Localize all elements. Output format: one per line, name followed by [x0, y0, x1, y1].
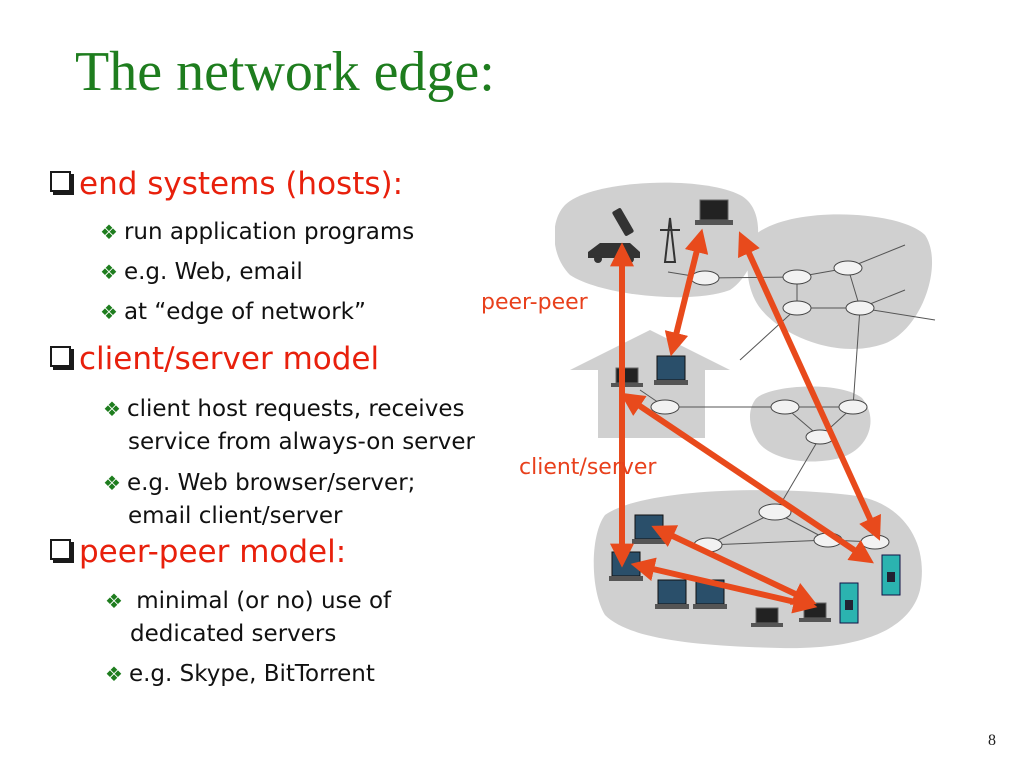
bullet-web-email: ❖e.g. Web, email	[100, 259, 303, 285]
diamond-bullet-icon: ❖	[105, 589, 123, 613]
home-network-house	[570, 330, 730, 438]
bullet-web-browser-server: ❖e.g. Web browser/server; email client/s…	[103, 470, 416, 529]
square-bullet-icon	[50, 346, 71, 367]
router-icon	[782, 269, 812, 285]
router-icon	[690, 270, 720, 286]
desktop-pc-icon	[634, 514, 664, 540]
desktop-pc-icon	[656, 355, 686, 381]
router-icon	[845, 300, 875, 316]
router-icon	[782, 300, 812, 316]
diamond-bullet-icon: ❖	[100, 220, 118, 244]
bullet-client-requests: ❖client host requests, receives service …	[103, 396, 476, 455]
connection-arrows	[610, 228, 881, 614]
arrow-laptop-to-home	[664, 228, 709, 357]
slide-title: The network edge:	[75, 41, 495, 103]
diamond-bullet-icon: ❖	[103, 471, 121, 495]
bullet-edge-of-network: ❖at “edge of network”	[100, 299, 366, 325]
regional-cloud	[749, 386, 871, 462]
bullet-skype-bittorrent: ❖e.g. Skype, BitTorrent	[105, 661, 375, 687]
cell-phone-icon	[612, 208, 634, 236]
router-icon	[833, 260, 863, 276]
router-icon	[860, 534, 890, 550]
diamond-bullet-icon: ❖	[103, 397, 121, 421]
label-peer-peer: peer-peer	[481, 290, 588, 315]
bullet-run-apps: ❖run application programs	[100, 219, 415, 245]
heading-client-server: client/server model	[50, 341, 379, 377]
heading-end-systems: end systems (hosts):	[50, 166, 403, 202]
router-icon	[838, 399, 868, 415]
isp-cloud	[747, 214, 933, 349]
square-bullet-icon	[50, 171, 71, 192]
arrow-desktop-to-laptop-2	[630, 557, 818, 614]
diamond-bullet-icon: ❖	[100, 300, 118, 324]
arrow-home-to-server	[620, 392, 874, 564]
heading-peer-peer: peer-peer model:	[50, 534, 346, 570]
router-icon	[770, 399, 800, 415]
diamond-bullet-icon: ❖	[105, 662, 123, 686]
desktop-pc-icon	[611, 551, 641, 577]
square-bullet-icon	[50, 539, 71, 560]
page-number: 8	[988, 732, 996, 749]
diamond-bullet-icon: ❖	[100, 260, 118, 284]
label-client-server: client/server	[519, 455, 657, 480]
router-icon	[650, 399, 680, 415]
network-diagram	[555, 182, 936, 649]
desktop-pc-icon	[657, 579, 687, 605]
laptop-icon	[699, 199, 729, 221]
bullet-minimal-servers: ❖ minimal (or no) use of dedicated serve…	[105, 588, 392, 647]
laptop-icon	[755, 607, 779, 624]
